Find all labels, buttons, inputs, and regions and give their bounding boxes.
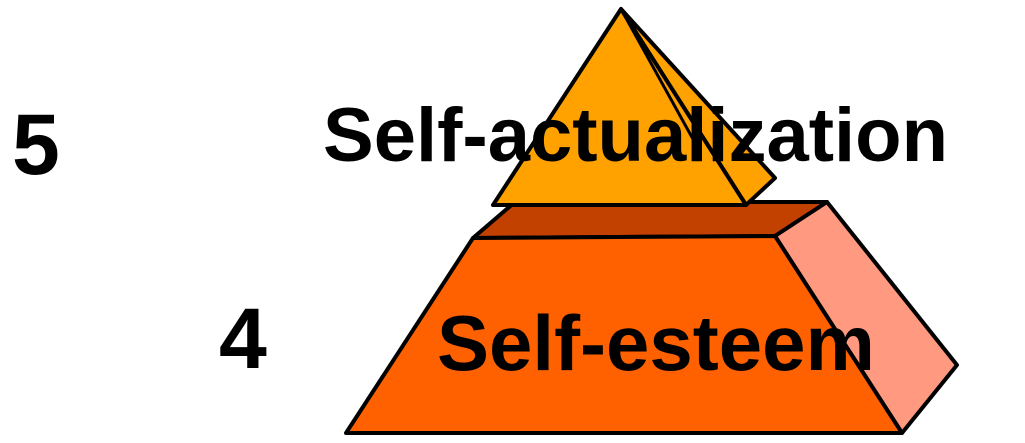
level-5-number: 5 <box>12 97 60 193</box>
bottom-frustum-top-face <box>471 200 829 240</box>
top-pyramid-back-edge <box>619 8 701 151</box>
level-4-number: 4 <box>219 291 267 387</box>
bottom-frustum-front-face <box>344 234 904 435</box>
level-4-label: Self-esteem <box>437 299 875 387</box>
top-pyramid-front-face <box>491 7 748 207</box>
level-5-label: Self-actualization <box>323 93 948 178</box>
